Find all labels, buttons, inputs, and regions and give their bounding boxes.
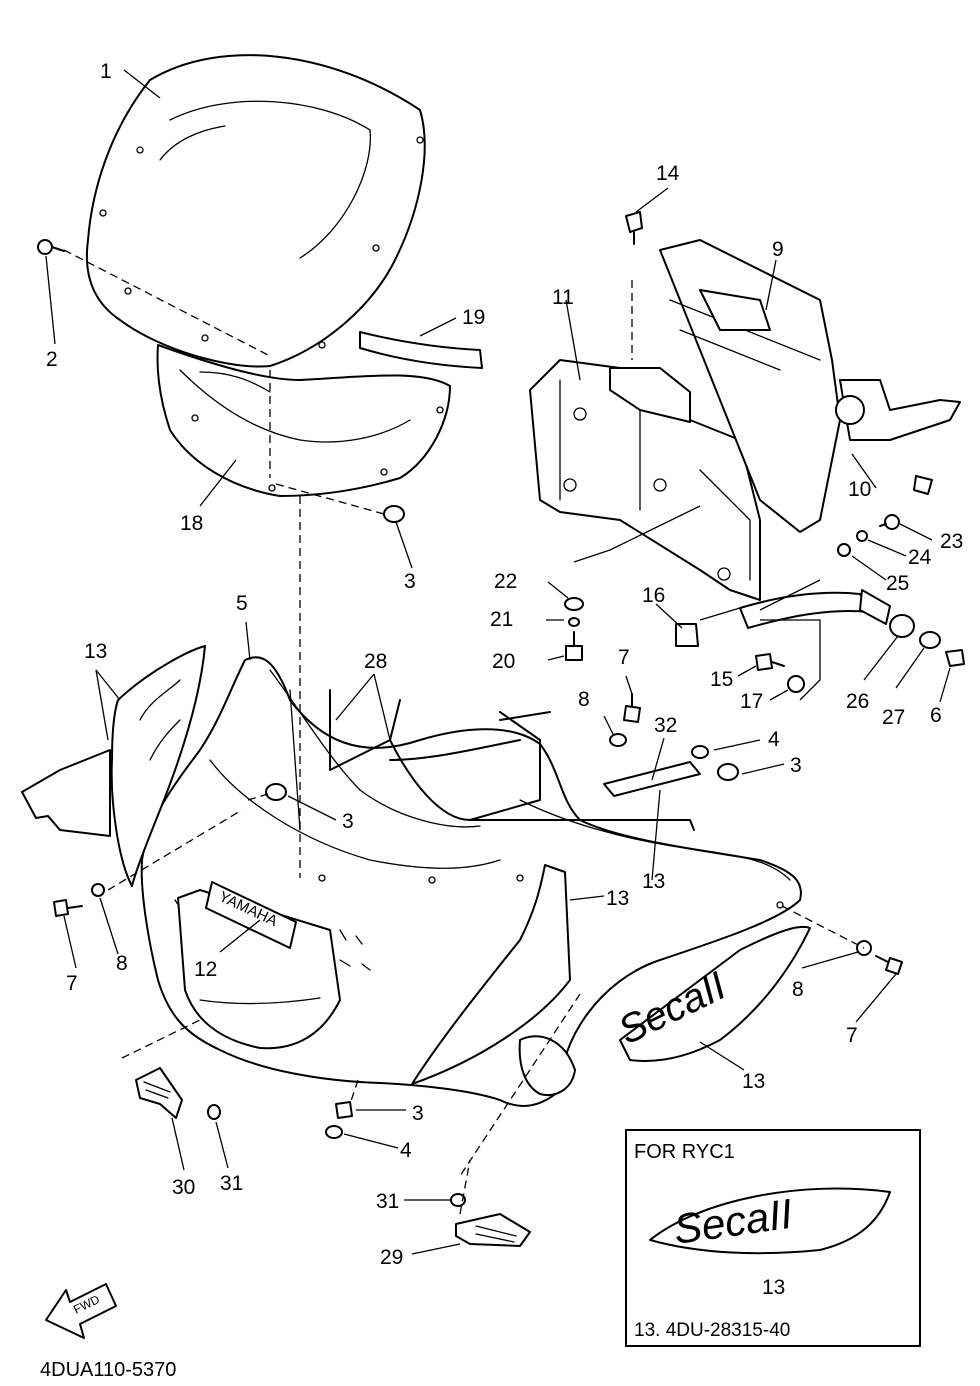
grommet-3-bottom [335,1101,353,1119]
callout-12: 12 [194,958,217,981]
callout-13: 13 [642,870,665,893]
callout-23: 23 [940,530,963,553]
seal-strip [359,331,483,369]
screw-2 [37,239,65,255]
windshield [85,54,426,368]
callout-3: 3 [790,754,802,777]
callout-28: 28 [364,650,387,673]
side-decal-left [110,645,206,887]
callout-30: 30 [172,1176,195,1199]
washer-17 [787,675,805,693]
callout-8: 8 [116,952,128,975]
leader-lines [45,69,951,1255]
callout-14: 14 [656,162,680,185]
callout-8: 8 [792,978,804,1001]
callout-7: 7 [618,646,630,669]
clip-16 [675,623,699,647]
duct-29 [455,1213,531,1247]
callout-8: 8 [578,688,590,711]
bolt-15 [755,653,785,671]
callout-9: 9 [772,238,784,261]
callout-22: 22 [494,570,517,593]
callout-13: 13 [606,887,629,910]
assembly-lines [63,249,865,1215]
collar-25 [837,543,851,557]
callout-4: 4 [400,1139,412,1162]
inner-panel [156,344,451,497]
callout-32: 32 [654,714,677,737]
callout-29: 29 [380,1246,403,1269]
bolt-20 [565,631,583,661]
callout-19: 19 [462,306,485,329]
collar-27 [919,631,941,649]
bolt-23 [879,514,900,530]
callout-18: 18 [180,512,203,535]
callout-4: 4 [768,728,780,751]
callout-1: 1 [100,60,112,83]
callout-13: 13 [84,640,107,663]
front-decal-mid [411,864,571,1085]
callout-3: 3 [412,1102,424,1125]
washer-8-left [91,883,105,897]
callout-31: 31 [376,1190,399,1213]
bolt-10 [913,475,933,495]
side-stay-rod [739,589,891,629]
inset-title: FOR RYC1 [634,1141,735,1163]
callout-7: 7 [846,1024,858,1047]
callout-17: 17 [740,690,763,713]
bolt-7-left [53,899,83,917]
duct-30 [135,1067,183,1119]
callout-10: 10 [848,478,871,501]
washer-31-bottom [450,1193,466,1207]
washer-8-mid [609,733,627,747]
grommet-3-top [383,505,405,523]
callout-11: 11 [552,286,574,309]
grommet-3-upper [717,763,739,781]
callout-5: 5 [236,592,248,615]
bolt-7-mid [623,693,641,723]
callout-15: 15 [710,668,733,691]
callout-6: 6 [930,704,942,727]
bolt-14 [625,211,643,245]
diagram-code: 4DUA110-5370 [40,1359,176,1381]
inset-part-label: 13 [762,1276,785,1299]
callout-16: 16 [642,584,665,607]
lower-panel-left [21,749,111,837]
callout-13: 13 [742,1070,765,1093]
callout-27: 27 [882,706,905,729]
bolt-7-right [875,955,903,975]
inset-box: FOR RYC1 SecaII 13 13. 4DU-28315-40 [625,1129,921,1347]
collar-21 [568,617,580,627]
damper-26 [889,614,915,638]
washer-24 [856,530,868,542]
cowling-stay [529,239,961,601]
callout-31: 31 [220,1172,243,1195]
callout-2: 2 [46,348,58,371]
grommet-3-mid [265,783,287,801]
callout-7: 7 [66,972,78,995]
callout-25: 25 [886,572,909,595]
callout-3: 3 [342,810,354,833]
washer-31-left [207,1104,221,1120]
collar-4-bottom [325,1125,343,1139]
callout-3: 3 [404,570,416,593]
fwd-arrow: FWD [45,1283,117,1339]
main-cowling [140,656,802,1107]
nut-6 [945,649,965,667]
inset-part-number: 13. 4DU-28315-40 [634,1320,790,1341]
stay-rods [329,689,695,831]
callout-20: 20 [492,650,515,673]
callout-21: 21 [490,608,513,631]
grommet-22 [564,597,584,611]
callout-labels: 1 2 3 3 3 3 4 4 5 6 7 7 7 8 8 8 9 10 11 … [46,60,963,1269]
collar-4-upper [691,745,709,759]
callout-24: 24 [908,546,932,569]
callout-26: 26 [846,690,869,713]
